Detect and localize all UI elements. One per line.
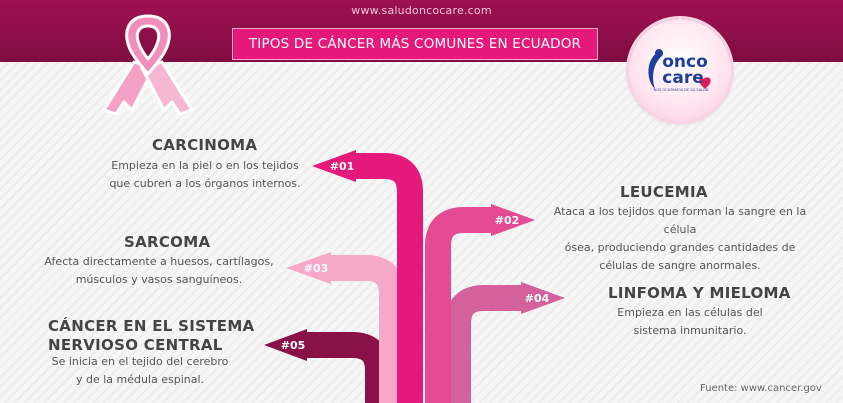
source-credit: Fuente: www.cancer.gov bbox=[700, 383, 822, 394]
linfoma-line-1: Empieza en las células del bbox=[617, 306, 763, 319]
linfoma-description: Empieza en las células del sistema inmun… bbox=[600, 304, 780, 340]
arrow-05-head bbox=[264, 329, 307, 361]
arrow-03-shaft bbox=[330, 255, 405, 403]
arrow-02-shaft bbox=[425, 207, 492, 403]
logo-mark-icon: onco care NOS OCUPAMOS DE SU SALUD bbox=[648, 49, 711, 92]
snc-title: CÁNCER EN EL SISTEMA NERVIOSO CENTRAL bbox=[48, 317, 254, 355]
carcinoma-line-1: Empieza en la piel o en los tejidos bbox=[111, 159, 299, 172]
leucemia-line-2: ósea, produciendo grandes cantidades de bbox=[564, 241, 796, 254]
snc-line-1: Se inicia en el tejido del cerebro bbox=[51, 355, 229, 368]
leucemia-line-1: Ataca a los tejidos que forman la sangre… bbox=[553, 205, 807, 236]
leucemia-line-3: células de sangre anormales. bbox=[599, 259, 761, 272]
arrow-03-label: #03 bbox=[304, 262, 329, 275]
leucemia-title: LEUCEMIA bbox=[620, 183, 708, 201]
sarcoma-line-2: músculos y vasos sanguíneos. bbox=[75, 273, 243, 286]
logo-tagline: NOS OCUPAMOS DE SU SALUD bbox=[654, 88, 709, 92]
arrow-01-shaft bbox=[355, 153, 423, 403]
sarcoma-title: SARCOMA bbox=[124, 233, 211, 251]
sarcoma-line-1: Afecta directamente a huesos, cartílagos… bbox=[44, 255, 274, 268]
arrow-05-label: #05 bbox=[281, 339, 306, 352]
arrow-04-shaft bbox=[445, 285, 522, 403]
arrow-02-label: #02 bbox=[495, 214, 520, 227]
pink-ribbon-icon bbox=[102, 14, 194, 116]
arrow-03-head bbox=[286, 252, 331, 284]
snc-title-line-1: CÁNCER EN EL SISTEMA bbox=[48, 317, 255, 335]
linfoma-line-2: sistema inmunitario. bbox=[633, 324, 747, 337]
linfoma-title: LINFOMA Y MIELOMA bbox=[608, 284, 791, 302]
carcinoma-title: CARCINOMA bbox=[152, 136, 258, 154]
arrow-01-label: #01 bbox=[330, 160, 355, 173]
sarcoma-description: Afecta directamente a huesos, cartílagos… bbox=[44, 253, 274, 289]
page-title: TIPOS DE CÁNCER MÁS COMUNES EN ECUADOR bbox=[232, 28, 598, 60]
arrow-05-shaft bbox=[306, 332, 391, 403]
arrow-04-label: #04 bbox=[525, 292, 550, 305]
carcinoma-line-2: que cubren a los órganos internos. bbox=[109, 177, 301, 190]
leucemia-description: Ataca a los tejidos que forman la sangre… bbox=[545, 203, 815, 275]
logo-text-onco: onco bbox=[662, 52, 708, 72]
snc-title-line-2: NERVIOSO CENTRAL bbox=[48, 336, 223, 354]
snc-description: Se inicia en el tejido del cerebro y de … bbox=[40, 353, 240, 389]
arrow-02-head bbox=[491, 204, 535, 236]
logo-text-care: care bbox=[662, 68, 703, 88]
oncocare-logo[interactable]: onco care NOS OCUPAMOS DE SU SALUD bbox=[629, 19, 731, 121]
arrow-01-head bbox=[312, 150, 356, 182]
arrow-04-head bbox=[521, 282, 565, 314]
site-url[interactable]: www.saludoncocare.com bbox=[351, 4, 492, 17]
carcinoma-description: Empieza en la piel o en los tejidos que … bbox=[100, 157, 310, 193]
snc-line-2: y de la médula espinal. bbox=[75, 373, 205, 386]
